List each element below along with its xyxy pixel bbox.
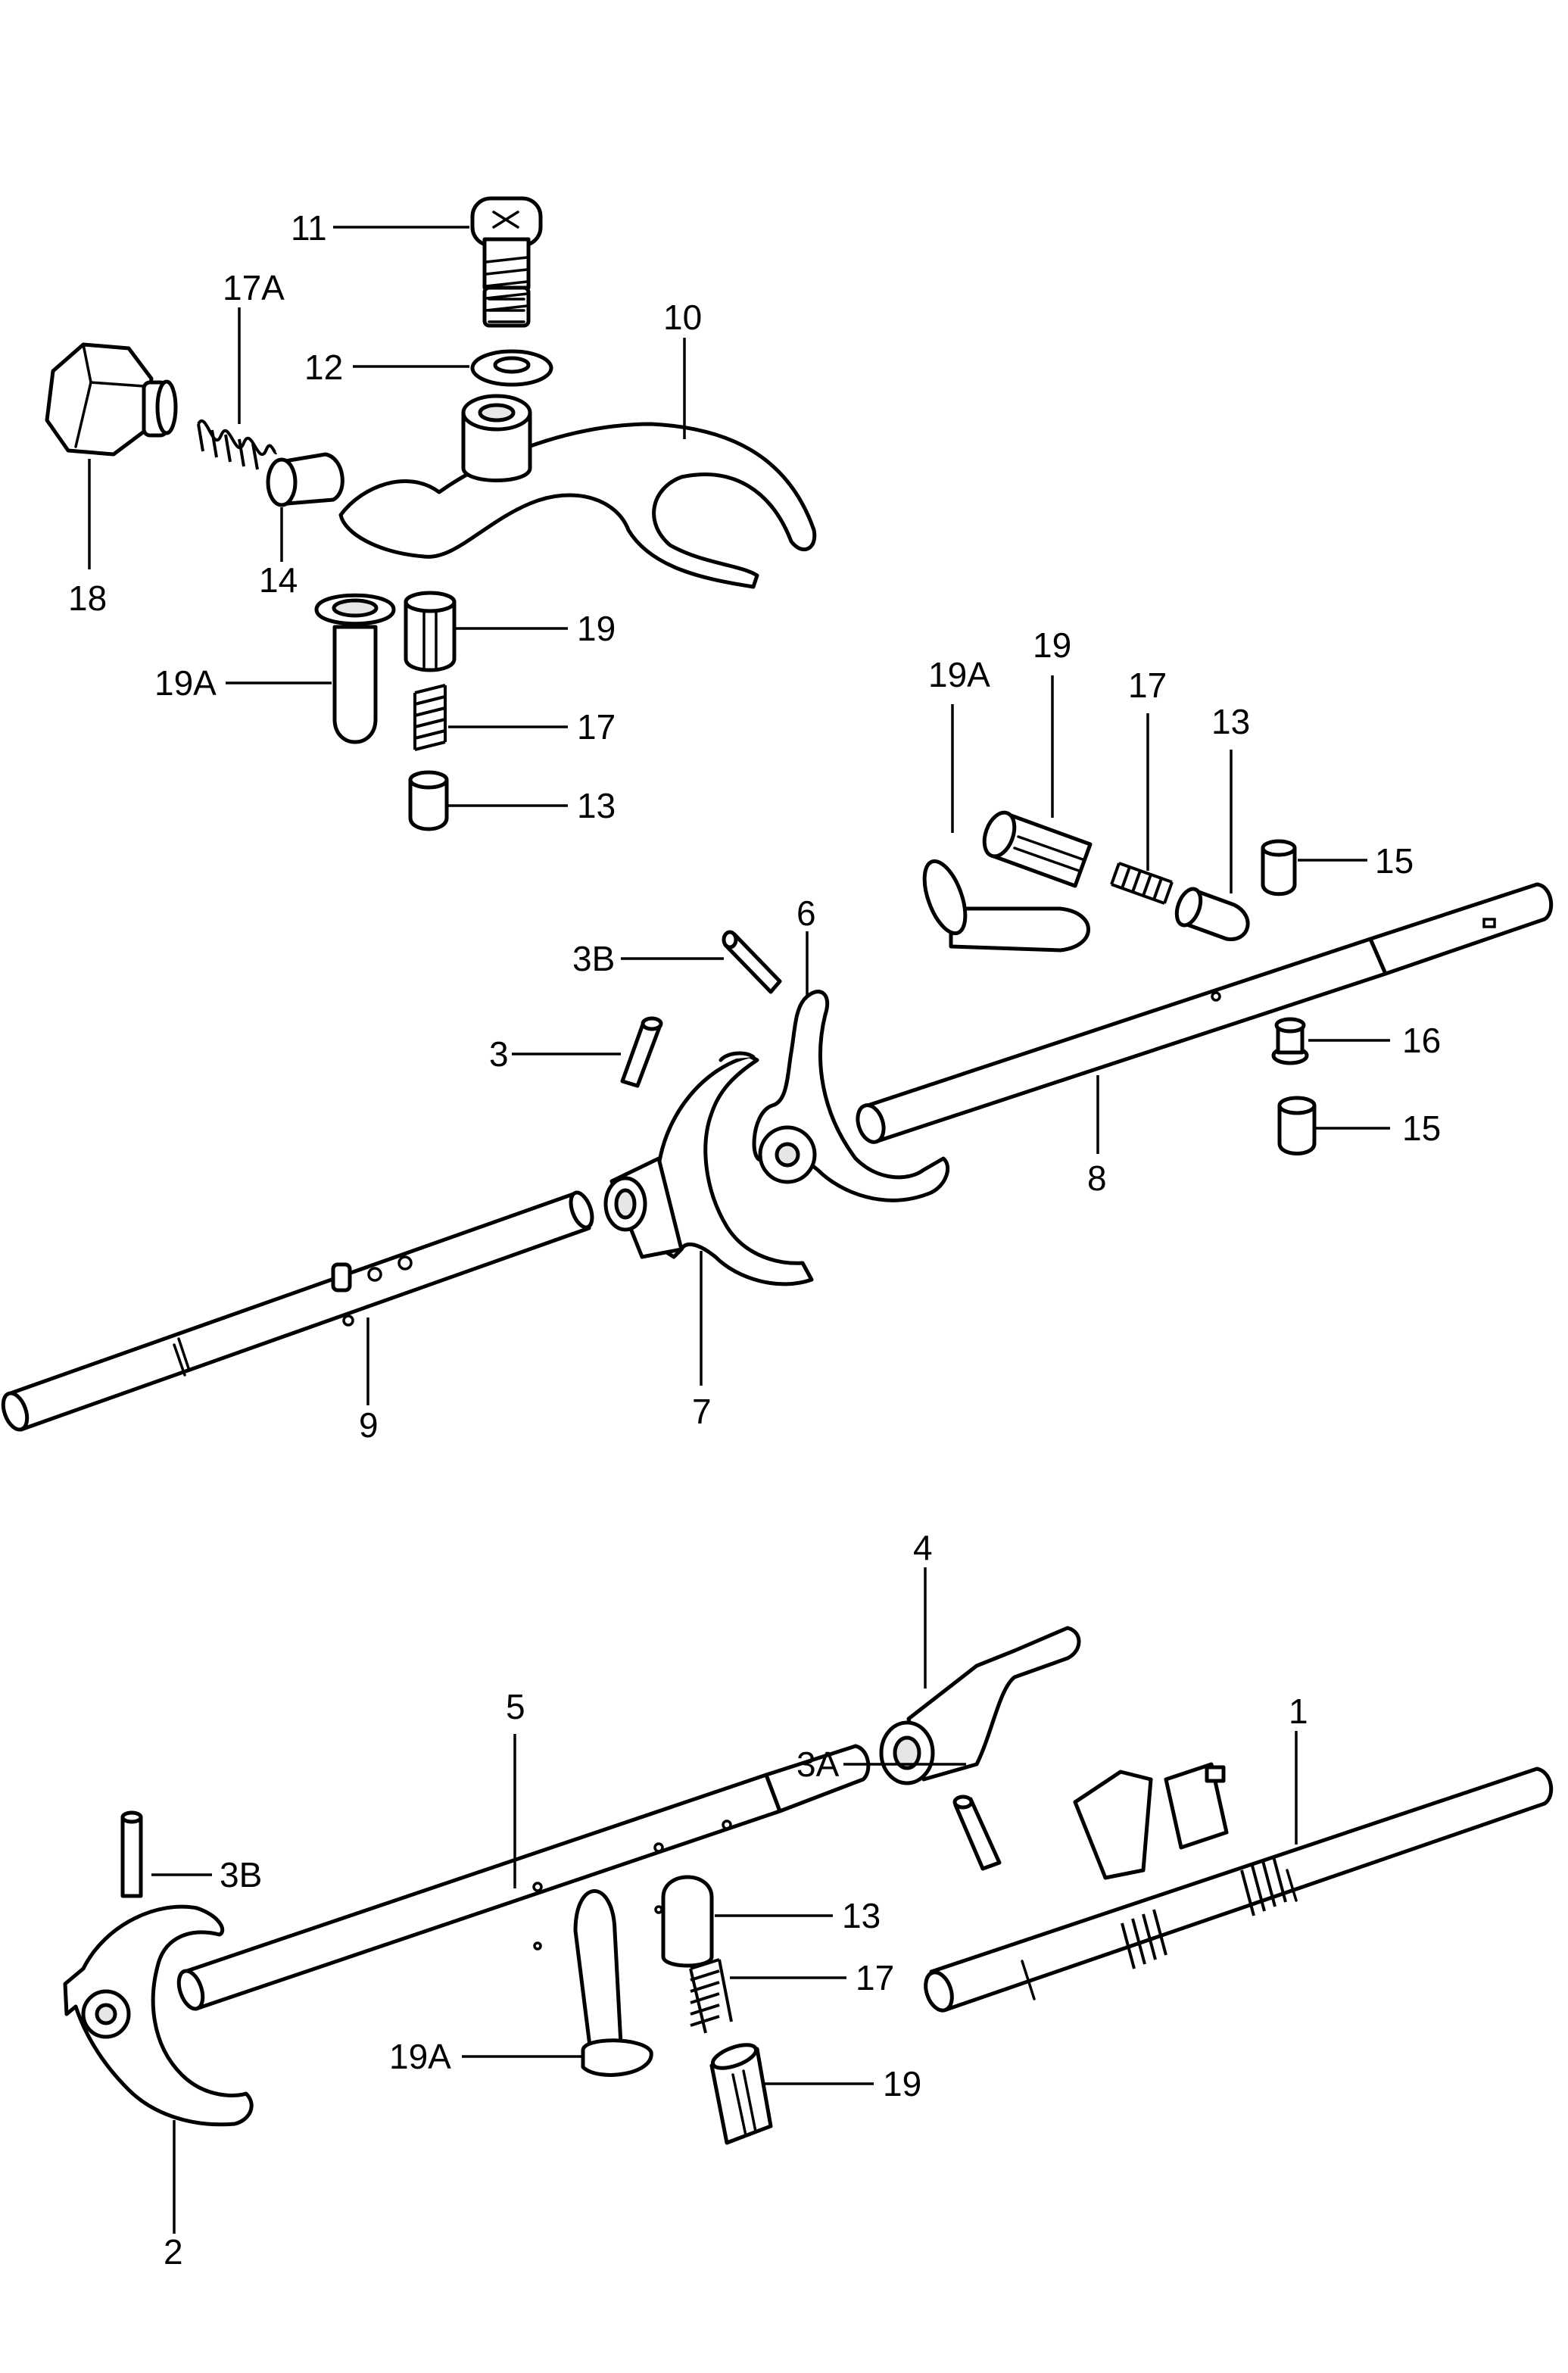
part-3-dowel [620, 1016, 663, 1088]
part-19a-plunger-mid [922, 859, 1090, 953]
callout-16: 16 [1402, 1021, 1441, 1060]
callout-13-top: 13 [577, 786, 616, 825]
part-3b-dowel-low [120, 1810, 143, 1898]
part-7-shift-fork [603, 1051, 814, 1286]
callout-5: 5 [506, 1687, 525, 1726]
callout-3a: 3A [796, 1745, 840, 1784]
callout-17a-top: 17A [223, 268, 285, 307]
part-11-screw [470, 196, 543, 328]
callout-12: 12 [304, 348, 343, 387]
part-4-selector-finger [879, 1626, 1081, 1785]
part-13-pin-mid [1174, 887, 1250, 941]
part-15-cap-a [1261, 839, 1297, 897]
part-19a-plunger-low [573, 1889, 653, 2077]
part-8-shift-rod [856, 882, 1554, 1144]
part-1-selector-shaft [924, 1762, 1554, 2013]
part-17-spring-top [413, 684, 447, 751]
leader-lines [88, 226, 1390, 2234]
part-19-sleeve-low [709, 2043, 773, 2145]
part-19a-plunger-top [314, 593, 396, 744]
callout-19-top: 19 [577, 609, 616, 648]
callout-11: 11 [291, 208, 327, 248]
callout-19a-mid: 19A [928, 655, 990, 694]
callout-labels: 11 17A 10 12 18 14 19 19A 17 13 19A 19 1… [68, 208, 1441, 2272]
part-18-hex-plug [45, 342, 178, 457]
callout-9: 9 [359, 1405, 379, 1445]
part-5-shift-rod [176, 1744, 871, 2011]
callout-15-b: 15 [1402, 1109, 1441, 1148]
callout-17-low: 17 [856, 1958, 894, 1997]
callout-8: 8 [1087, 1158, 1107, 1198]
callout-13-mid: 13 [1211, 702, 1250, 741]
callout-4: 4 [913, 1528, 933, 1567]
part-3b-dowel-mid [722, 930, 782, 994]
callout-14: 14 [259, 560, 298, 600]
part-13-pin-low [661, 1875, 714, 1968]
callout-7: 7 [692, 1392, 712, 1431]
part-13-pin-top [408, 770, 449, 831]
part-17-spring-mid [1110, 862, 1174, 905]
part-6-shift-fork [752, 990, 950, 1202]
part-12-washer [470, 349, 553, 387]
callout-3b-low: 3B [220, 1855, 262, 1894]
part-19-sleeve-mid [982, 810, 1093, 888]
callout-10: 10 [663, 298, 702, 337]
callout-15-a: 15 [1375, 841, 1414, 881]
callout-19-low: 19 [883, 2064, 921, 2103]
callout-17-top: 17 [577, 707, 616, 747]
callout-6: 6 [796, 893, 816, 933]
callout-3: 3 [489, 1034, 509, 1074]
callout-19a-low: 19A [389, 2037, 451, 2076]
part-15-cap-b [1277, 1096, 1317, 1155]
callout-3b-mid: 3B [572, 939, 615, 978]
part-10-shift-fork [338, 394, 817, 589]
callout-13-low: 13 [842, 1896, 881, 1935]
callout-17-mid: 17 [1128, 666, 1167, 705]
callout-19-mid: 19 [1033, 625, 1071, 665]
part-2-shift-fork [63, 1904, 254, 2127]
callout-2: 2 [164, 2232, 183, 2272]
part-19-sleeve-top [404, 591, 457, 672]
callout-19a-top: 19A [154, 663, 217, 703]
part-9-shift-rod [1, 1190, 594, 1432]
part-17-spring-low [689, 1958, 733, 2034]
callout-18: 18 [68, 578, 107, 618]
part-14-pin [266, 452, 344, 507]
callout-1: 1 [1289, 1692, 1308, 1731]
part-17a-spring [197, 419, 278, 470]
part-3a-dowel [952, 1795, 1002, 1871]
part-16-valve [1271, 1017, 1309, 1065]
